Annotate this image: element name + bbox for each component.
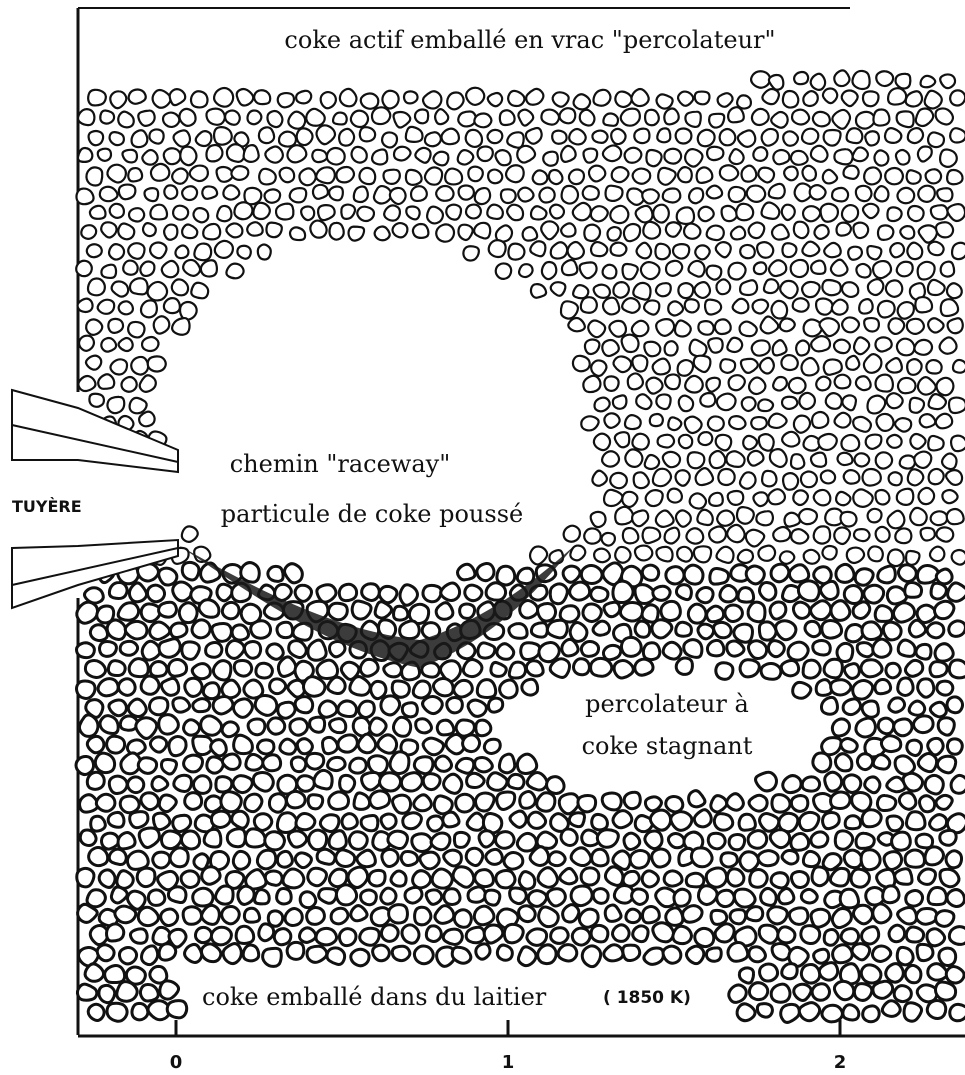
coke-particles: [76, 70, 965, 1022]
bottom-zone-label: coke emballé dans du laitier: [202, 983, 547, 1011]
top-zone-label: coke actif emballé en vrac "percolateur": [284, 26, 775, 54]
raceway-label-line2: particule de coke poussé: [221, 500, 523, 528]
stagnant-zone-label-line1: percolateur à: [585, 690, 749, 718]
stagnant-zone-label-line2: coke stagnant: [582, 732, 753, 760]
tuyere-label: TUYÈRE: [12, 497, 82, 516]
raceway-label-line1: chemin "raceway": [230, 450, 451, 478]
temperature-label: ( 1850 K): [603, 988, 691, 1008]
x-tick-label-1: 1: [502, 1052, 515, 1073]
x-axis: 0 1 2: [78, 1020, 965, 1073]
x-tick-label-2: 2: [834, 1052, 847, 1073]
x-tick-label-0: 0: [170, 1052, 183, 1073]
